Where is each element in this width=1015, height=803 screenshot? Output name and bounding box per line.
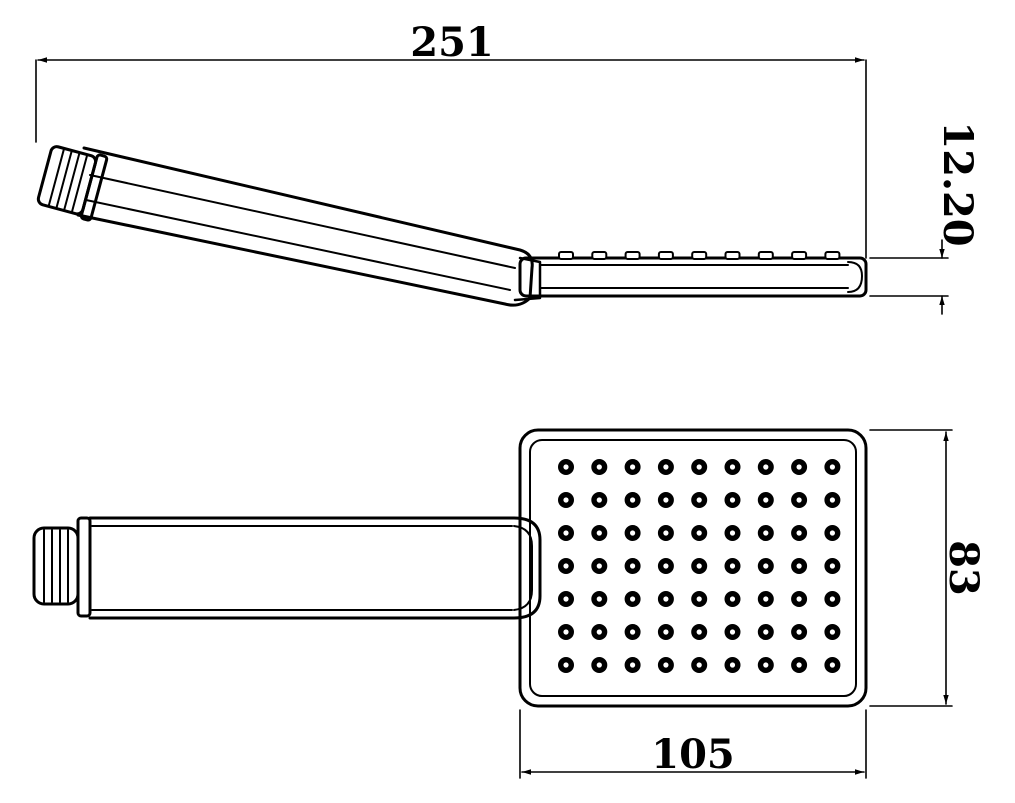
nozzle-dot [824, 492, 841, 508]
nozzle-dot [724, 591, 741, 607]
side-nozzle-nub [657, 251, 674, 260]
nozzle-dot [657, 459, 674, 475]
nozzle-dot [724, 558, 741, 574]
nozzle-dot [591, 657, 608, 673]
nozzle-grid [558, 459, 841, 673]
nozzle-dot [657, 492, 674, 508]
nozzle-dot [791, 459, 808, 475]
nozzle-dot [724, 492, 741, 508]
nozzle-dot [724, 657, 741, 673]
nozzle-dot [757, 657, 774, 673]
nozzle-dot [791, 657, 808, 673]
nozzle-dot [824, 591, 841, 607]
side-nozzle-nubs [558, 251, 841, 260]
nozzle-dot [791, 558, 808, 574]
side-threaded-connector [36, 145, 109, 222]
nozzle-dot [724, 525, 741, 541]
nozzle-dot [824, 525, 841, 541]
nozzle-dot [624, 657, 641, 673]
nozzle-dot [591, 492, 608, 508]
nozzle-dot [591, 459, 608, 475]
nozzle-dot [558, 657, 574, 673]
side-spray-head [518, 251, 868, 298]
nozzle-dot [691, 492, 708, 508]
front-handle [88, 516, 542, 620]
nozzle-dot [624, 492, 641, 508]
nozzle-dot [791, 624, 808, 640]
nozzle-dot [657, 525, 674, 541]
side-nozzle-nub [724, 251, 741, 260]
overall-length-label: 251 [410, 19, 494, 66]
nozzle-dot [624, 459, 641, 475]
nozzle-dot [791, 591, 808, 607]
side-nozzle-nub [558, 251, 574, 260]
side-nozzle-nub [624, 251, 641, 260]
side-nozzle-nub [757, 251, 774, 260]
nozzle-dot [657, 558, 674, 574]
side-handle [76, 146, 542, 307]
nozzle-dot [657, 624, 674, 640]
side-nozzle-nub [824, 251, 841, 260]
nozzle-dot [591, 558, 608, 574]
nozzle-dot [591, 624, 608, 640]
head-height-label: 83 [940, 540, 987, 596]
nozzle-dot [757, 558, 774, 574]
nozzle-dot [757, 525, 774, 541]
nozzle-dot [724, 459, 741, 475]
nozzle-dot [624, 558, 641, 574]
head-thickness-label: 12.20 [934, 121, 981, 246]
spray-face [518, 428, 868, 708]
nozzle-dot [558, 525, 574, 541]
nozzle-dot [591, 591, 608, 607]
nozzle-dot [558, 492, 574, 508]
nozzle-dot [791, 525, 808, 541]
side-nozzle-nub [791, 251, 808, 260]
nozzle-dot [691, 657, 708, 673]
nozzle-dot [657, 657, 674, 673]
nozzle-dot [791, 492, 808, 508]
front-threaded-connector [32, 516, 92, 618]
nozzle-dot [757, 492, 774, 508]
nozzle-dot [558, 624, 574, 640]
nozzle-dot [624, 525, 641, 541]
nozzle-dot [691, 624, 708, 640]
nozzle-dot [824, 459, 841, 475]
nozzle-dot [824, 657, 841, 673]
nozzle-dot [558, 558, 574, 574]
nozzle-dot [691, 591, 708, 607]
head-thickness-dimension: 12.20 [869, 121, 981, 315]
head-width-label: 105 [651, 731, 735, 778]
nozzle-dot [757, 459, 774, 475]
side-nozzle-nub [691, 251, 708, 260]
nozzle-dot [558, 459, 574, 475]
nozzle-dot [624, 624, 641, 640]
nozzle-dot [824, 624, 841, 640]
front-view: 83 105 [32, 428, 987, 779]
overall-length-dimension: 251 [35, 19, 867, 259]
nozzle-dot [558, 591, 574, 607]
head-width-dimension: 105 [519, 709, 867, 779]
nozzle-dot [624, 591, 641, 607]
head-height-dimension: 83 [869, 429, 987, 707]
nozzle-dot [824, 558, 841, 574]
nozzle-dot [757, 591, 774, 607]
nozzle-dot [691, 459, 708, 475]
side-nozzle-nub [591, 251, 608, 260]
nozzle-dot [591, 525, 608, 541]
nozzle-dot [657, 591, 674, 607]
nozzle-dot [724, 624, 741, 640]
side-view: 251 [35, 19, 981, 315]
nozzle-dot [691, 558, 708, 574]
nozzle-dot [757, 624, 774, 640]
nozzle-dot [691, 525, 708, 541]
